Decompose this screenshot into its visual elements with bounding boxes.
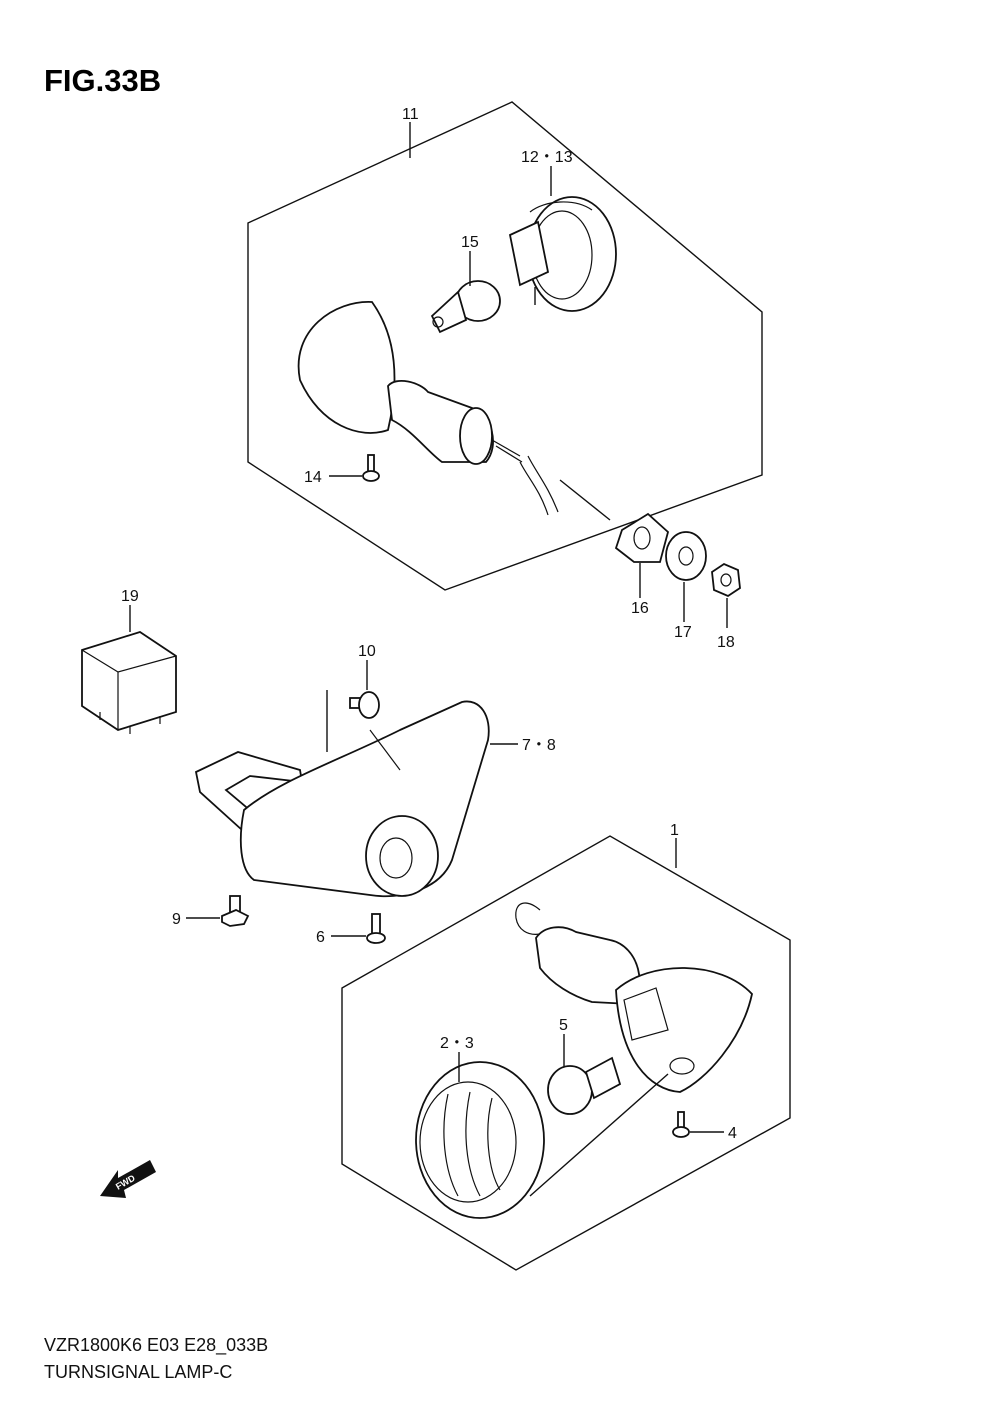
lower-lamp-body [515, 902, 753, 1093]
washer-17 [665, 531, 707, 581]
lower-assembly-outline [341, 835, 791, 1271]
callout-4: 4 [728, 1125, 737, 1142]
callout-15: 15 [461, 234, 479, 251]
callout-14: 14 [304, 469, 322, 486]
lamp-lens-housing-12-13 [508, 196, 617, 312]
callout-11: 11 [402, 106, 419, 123]
callout-6: 6 [316, 929, 325, 946]
callout-17: 17 [674, 624, 692, 641]
screw-14 [362, 454, 380, 482]
upper-lamp-body [297, 301, 559, 516]
callout-10: 10 [358, 643, 376, 660]
callout-2-3: 2・3 [440, 1035, 474, 1052]
callout-18: 18 [717, 634, 735, 651]
stud-axis [559, 479, 611, 521]
bulb-5 [547, 1056, 622, 1115]
screw-4 [672, 1111, 690, 1138]
callout-5: 5 [559, 1017, 568, 1034]
relay-19 [81, 631, 177, 734]
model-code: VZR1800K6 E03 E28_033B [44, 1335, 268, 1356]
bracket-7-8 [194, 700, 490, 898]
upper-assembly-outline [247, 101, 763, 591]
nut-18 [711, 562, 741, 598]
callout-1: 1 [670, 822, 679, 839]
callout-12-13: 12・13 [521, 149, 573, 166]
lens-2-3 [415, 1061, 545, 1219]
callout-19: 19 [121, 588, 139, 605]
figure-title: FIG.33B [44, 63, 161, 98]
callout-9: 9 [172, 911, 181, 928]
callout-16: 16 [631, 600, 649, 617]
screw-6 [366, 913, 386, 944]
bulb-15 [430, 280, 501, 334]
callout-7-8: 7・8 [522, 737, 556, 754]
bolt-9 [221, 895, 250, 927]
washer-16 [614, 512, 670, 563]
bolt-10 [349, 691, 380, 719]
diagram-caption: TURNSIGNAL LAMP-C [44, 1362, 232, 1382]
assembly-axis [529, 1073, 669, 1197]
fwd-arrow-icon: FWD [100, 1160, 156, 1198]
